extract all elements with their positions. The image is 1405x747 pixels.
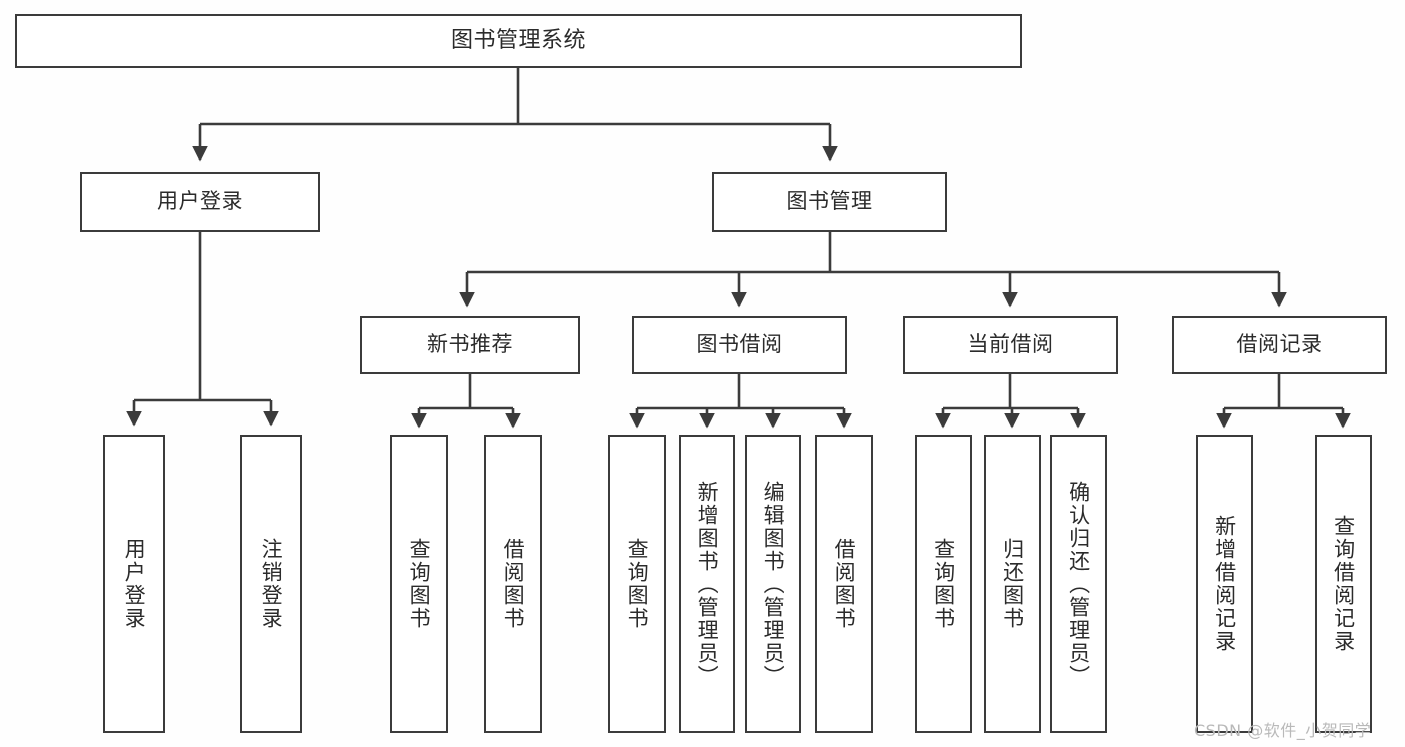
leaf-edit-book-admin[interactable]: 编辑图书（管理员）: [745, 435, 801, 733]
leaf-query-book-borrow[interactable]: 查询图书: [608, 435, 666, 733]
leaf-logout[interactable]: 注销登录: [240, 435, 302, 733]
node-user-login[interactable]: 用户登录: [80, 172, 320, 232]
leaf-query-book-recommend[interactable]: 查询图书: [390, 435, 448, 733]
csdn-watermark: CSDN @软件_小贺同学: [1194, 721, 1372, 740]
node-book-borrow[interactable]: 图书借阅: [632, 316, 847, 374]
leaf-return-book[interactable]: 归还图书: [984, 435, 1041, 733]
leaf-borrow-book-recommend[interactable]: 借阅图书: [484, 435, 542, 733]
node-book-management[interactable]: 图书管理: [712, 172, 947, 232]
node-new-book-recommend[interactable]: 新书推荐: [360, 316, 580, 374]
leaf-add-book-admin[interactable]: 新增图书（管理员）: [679, 435, 735, 733]
leaf-add-borrow-record[interactable]: 新增借阅记录: [1196, 435, 1253, 733]
leaf-query-book-current[interactable]: 查询图书: [915, 435, 972, 733]
leaf-query-borrow-record[interactable]: 查询借阅记录: [1315, 435, 1372, 733]
leaf-confirm-return-admin[interactable]: 确认归还（管理员）: [1050, 435, 1107, 733]
leaf-borrow-book[interactable]: 借阅图书: [815, 435, 873, 733]
node-root[interactable]: 图书管理系统: [15, 14, 1022, 68]
node-current-borrow[interactable]: 当前借阅: [903, 316, 1118, 374]
node-borrow-record[interactable]: 借阅记录: [1172, 316, 1387, 374]
leaf-user-login[interactable]: 用户登录: [103, 435, 165, 733]
